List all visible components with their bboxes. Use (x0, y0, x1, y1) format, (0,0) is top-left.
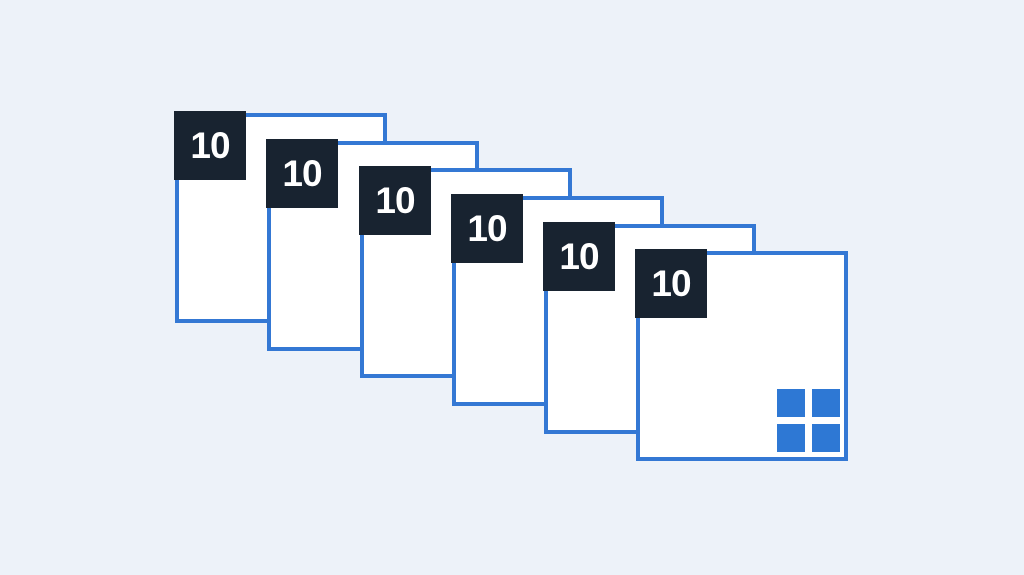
quantity-badge-label: 10 (282, 152, 322, 194)
quantity-badge-label: 10 (651, 262, 691, 304)
quantity-badge-label: 10 (375, 179, 415, 221)
quantity-badge: 10 (266, 139, 338, 208)
license-card-front: 10 (635, 249, 848, 461)
windows-logo-square (777, 389, 805, 417)
windows-logo-icon (777, 389, 840, 452)
quantity-badge: 10 (451, 194, 523, 263)
quantity-badge-label: 10 (559, 235, 599, 277)
windows-logo-square (812, 424, 840, 452)
windows-logo-square (812, 389, 840, 417)
quantity-badge-label: 10 (190, 124, 230, 166)
quantity-badge: 10 (359, 166, 431, 235)
quantity-badge: 10 (635, 249, 707, 318)
quantity-badge: 10 (543, 222, 615, 291)
windows-logo-square (777, 424, 805, 452)
quantity-badge-label: 10 (467, 207, 507, 249)
quantity-badge: 10 (174, 111, 246, 180)
